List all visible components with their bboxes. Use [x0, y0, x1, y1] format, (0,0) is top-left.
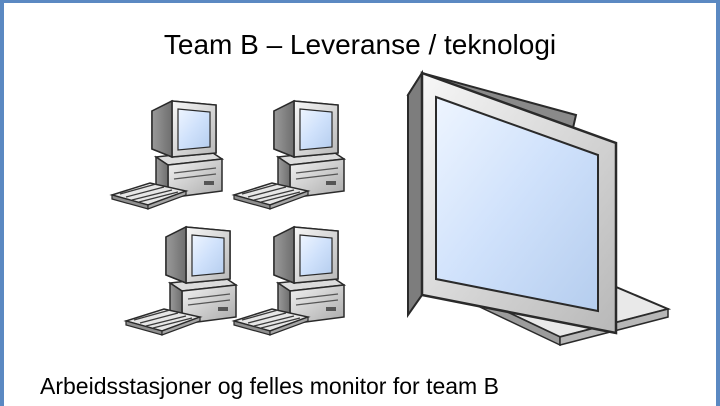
- diagram-canvas: [111, 69, 672, 347]
- workstation-icon: [233, 226, 345, 336]
- diagram-caption: Arbeidsstasjoner og felles monitor for t…: [40, 373, 499, 399]
- diagram-title: Team B – Leveranse / teknologi: [163, 29, 557, 60]
- large-monitor-icon: [406, 69, 672, 347]
- workstation-icon: [111, 100, 223, 210]
- workstation-icon: [125, 226, 237, 336]
- workstation-icon: [233, 100, 345, 210]
